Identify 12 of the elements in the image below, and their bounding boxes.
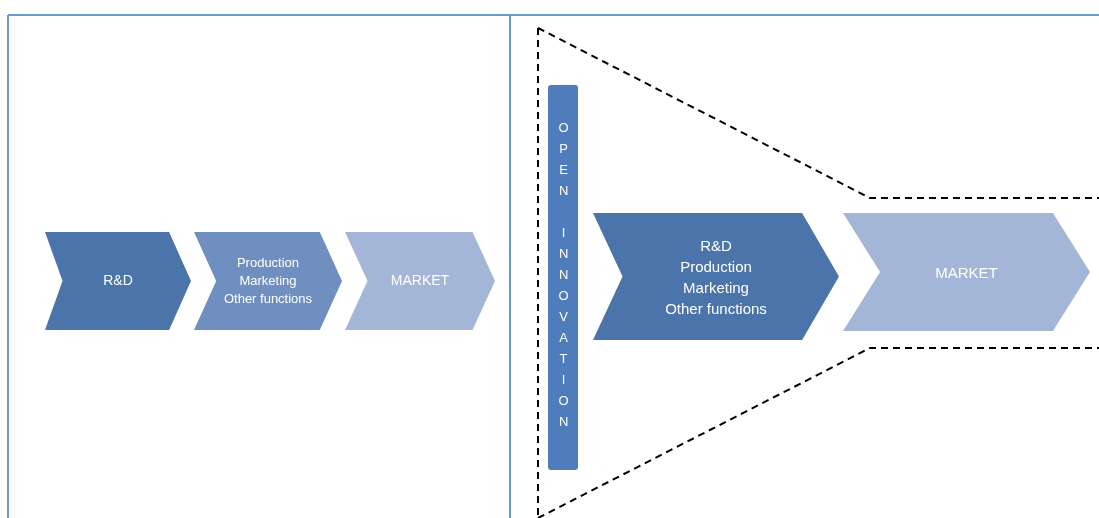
chevron-label: Production (236, 253, 300, 272)
chevron-label: R&D (700, 235, 732, 256)
chevron-label: Other functions (223, 290, 313, 309)
vertical-label: OPEN INNOVATION (555, 120, 573, 435)
chevron-label: Production (680, 256, 752, 277)
vertical-label-bar (548, 85, 578, 470)
chevron-label: Other functions (665, 298, 767, 319)
chevron-label: MARKET (935, 262, 998, 283)
chevron-label: Marketing (239, 271, 297, 290)
chevron-label: R&D (103, 271, 133, 291)
chevron-label: MARKET (390, 271, 450, 291)
chevron-label: Marketing (683, 277, 749, 298)
